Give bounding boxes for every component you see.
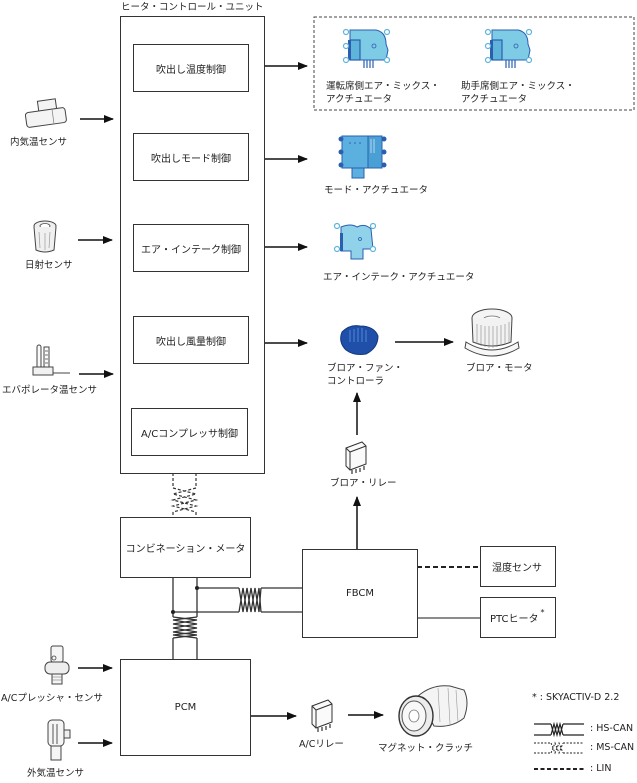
combination-meter-label: コンビネーション・メータ xyxy=(125,544,246,555)
air-intake-actuator-label: エア・インテーク・アクチュエータ xyxy=(323,272,475,283)
blower-fan-controller-icon xyxy=(340,325,379,355)
humidity-sensor-label: 湿度センサ xyxy=(492,563,542,574)
air-mix-group-frame xyxy=(313,16,635,111)
magnetic-clutch-label: マグネット・クラッチ xyxy=(378,743,474,754)
cabin-temp-sensor-label: 内気温センサ xyxy=(10,137,68,148)
junction-dot xyxy=(171,610,175,614)
func-outlet-mode-control: 吹出しモード制御 xyxy=(133,133,249,181)
solar-sensor-icon xyxy=(33,220,57,253)
ms-can-line xyxy=(170,473,199,517)
func-outlet-temp-control: 吹出し温度制御 xyxy=(133,44,249,92)
ac-relay-icon xyxy=(311,699,333,732)
func-label: A/Cコンプレッサ制御 xyxy=(141,428,238,440)
func-blower-volume-control: 吹出し風量制御 xyxy=(133,316,249,364)
passenger-air-mix-actuator-label-line2: アクチュエータ xyxy=(461,94,528,105)
solar-sensor-label: 日射センサ xyxy=(25,260,73,271)
passenger-air-mix-actuator-label-line1: 助手席側エア・ミックス・ xyxy=(461,81,575,92)
func-label: 吹出しモード制御 xyxy=(151,153,231,165)
blower-motor-label: ブロア・モータ xyxy=(466,363,533,374)
evaporator-temp-sensor-label: エバポレータ温センサ xyxy=(2,385,98,396)
ptc-asterisk: * xyxy=(540,608,545,617)
func-label: 吹出し風量制御 xyxy=(156,336,226,348)
combination-meter: コンビネーション・メータ xyxy=(120,517,251,578)
blower-fan-controller-label-line2: コントローラ xyxy=(327,376,385,387)
magnetic-clutch-icon xyxy=(398,685,468,737)
ptc-heater-label: PTCヒータ xyxy=(490,614,539,625)
pcm-label: PCM xyxy=(174,702,197,713)
hcu-title: ヒータ・コントロール・ユニット xyxy=(121,2,264,13)
ac-pressure-sensor-icon xyxy=(44,645,70,685)
air-intake-actuator-icon xyxy=(333,222,377,260)
func-label: エア・インテーク制御 xyxy=(141,244,241,256)
ambient-temp-sensor-label: 外気温センサ xyxy=(27,768,85,779)
fbcm: FBCM xyxy=(302,549,418,638)
blower-fan-controller-label-line1: ブロア・ファン・ xyxy=(327,363,404,374)
ptc-heater: PTCヒータ* xyxy=(480,597,556,638)
legend-lin-label: : LIN xyxy=(590,763,612,774)
driver-air-mix-actuator-icon xyxy=(342,28,391,68)
mode-actuator-label: モード・アクチュエータ xyxy=(324,185,429,196)
driver-air-mix-actuator-label-line2: アクチュエータ xyxy=(326,94,393,105)
legend-ms-can-label: : MS-CAN xyxy=(590,742,635,753)
evaporator-temp-sensor-icon xyxy=(32,344,70,376)
cabin-temp-sensor-icon xyxy=(24,98,67,128)
legend-hs-can-symbol xyxy=(534,721,584,738)
fbcm-label: FBCM xyxy=(345,588,375,599)
func-ac-compressor-control: A/Cコンプレッサ制御 xyxy=(131,408,248,456)
blower-motor-icon xyxy=(464,308,520,357)
ac-pressure-sensor-label: A/Cプレッシャ・センサ xyxy=(1,693,103,704)
junction-dot xyxy=(195,586,199,590)
ambient-temp-sensor-icon xyxy=(47,719,71,761)
legend-hs-can-label: : HS-CAN xyxy=(590,723,634,734)
passenger-air-mix-actuator-icon xyxy=(484,28,533,68)
driver-air-mix-actuator-label-line1: 運転席側エア・ミックス・ xyxy=(326,81,440,92)
blower-relay-label: ブロア・リレー xyxy=(330,478,397,489)
legend-note: * : SKYACTIV-D 2.2 xyxy=(532,692,620,703)
func-label: 吹出し温度制御 xyxy=(156,64,226,76)
blower-relay-icon xyxy=(345,441,367,474)
hs-can-line xyxy=(172,577,302,659)
func-air-intake-control: エア・インテーク制御 xyxy=(133,224,249,272)
mode-actuator-icon xyxy=(338,135,387,179)
ac-relay-label: A/Cリレー xyxy=(299,739,344,750)
legend-ms-can-symbol xyxy=(534,741,584,755)
pcm: PCM xyxy=(120,659,251,756)
humidity-sensor: 湿度センサ xyxy=(480,546,556,587)
